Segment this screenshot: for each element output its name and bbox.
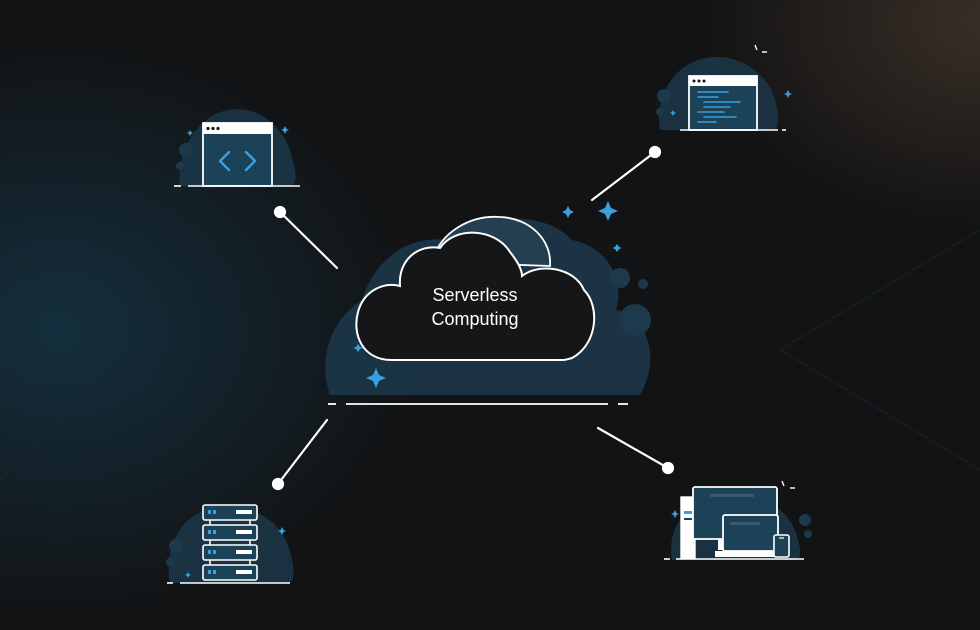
connector-top-right bbox=[590, 150, 657, 202]
connector-dot-top-right bbox=[648, 145, 662, 159]
connector-bottom-right bbox=[596, 426, 670, 470]
server-rack-icon bbox=[202, 504, 258, 581]
sparkle-icon bbox=[670, 110, 676, 116]
laptop bbox=[722, 514, 779, 552]
cloud-icon bbox=[355, 231, 596, 361]
connector-bottom-left bbox=[276, 418, 329, 486]
connector-top-left bbox=[278, 210, 339, 270]
background-lines bbox=[0, 229, 980, 481]
sparkle-icon bbox=[278, 527, 286, 535]
cloud-label-line-2: Computing bbox=[431, 309, 518, 329]
cloud-bubbles bbox=[610, 268, 651, 336]
connectors bbox=[271, 145, 675, 491]
phone bbox=[773, 534, 790, 558]
connector-dot-bottom-left bbox=[271, 477, 285, 491]
code-window-node bbox=[174, 109, 300, 187]
devices-node bbox=[664, 480, 812, 560]
sparkle-icon bbox=[784, 90, 792, 98]
code-editor-node bbox=[656, 44, 792, 131]
sparkle-icon bbox=[185, 572, 191, 578]
highlight-marks bbox=[754, 44, 767, 53]
cloud-node: Serverless Computing bbox=[325, 201, 651, 405]
sparkle-icon bbox=[187, 130, 193, 136]
code-window-icon bbox=[202, 122, 273, 187]
server-rack-node bbox=[166, 504, 294, 584]
connector-dot-bottom-right bbox=[661, 461, 675, 475]
connector-dot-top-left bbox=[273, 205, 287, 219]
code-editor-icon bbox=[688, 75, 758, 131]
sparkle-icon bbox=[671, 510, 679, 518]
highlight-marks bbox=[781, 480, 795, 489]
sparkle-icon bbox=[353, 201, 622, 388]
cloud-label-line-1: Serverless bbox=[432, 285, 517, 305]
multi-device-icon bbox=[680, 486, 790, 559]
sparkle-icon bbox=[281, 126, 289, 134]
